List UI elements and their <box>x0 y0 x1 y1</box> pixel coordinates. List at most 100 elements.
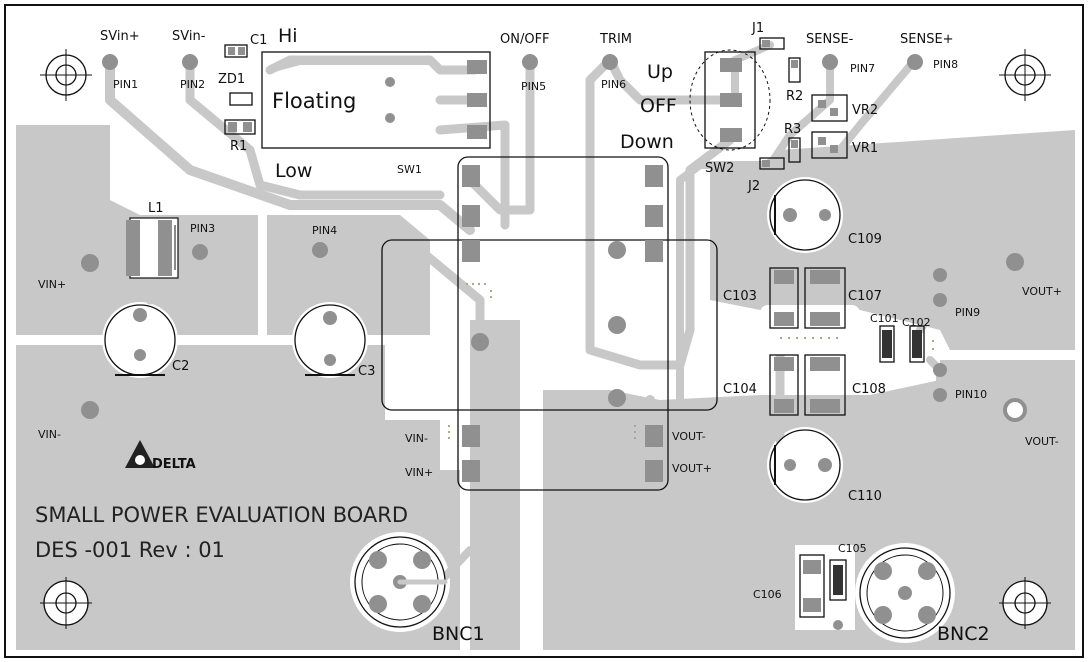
label-mod-vout-minus: VOUT- <box>672 430 706 443</box>
r3-resistor <box>788 137 801 163</box>
label-pin4: PIN4 <box>312 224 337 237</box>
c101-capacitor <box>879 325 895 363</box>
label-vr2: VR2 <box>852 103 878 118</box>
r2-resistor <box>788 57 801 83</box>
label-mod-vin-minus: VIN- <box>405 432 428 445</box>
label-down: Down <box>620 131 674 153</box>
pad-vout-plus[interactable] <box>1006 253 1024 271</box>
trace-svin-minus <box>185 55 445 200</box>
c104-capacitor <box>769 354 799 416</box>
label-pin2: PIN2 <box>180 78 205 91</box>
c3-capacitor <box>294 304 366 376</box>
label-r2: R2 <box>786 89 803 104</box>
label-sw1: SW1 <box>397 163 422 176</box>
label-svin-plus: SVin+ <box>100 29 140 44</box>
silkscreen-labels: SVin+ SVin- C1 Hi PIN1 PIN2 ZD1 R1 Float… <box>35 21 1062 645</box>
c3-pour <box>265 215 430 335</box>
label-pin1: PIN1 <box>113 78 138 91</box>
dcdc-module <box>381 156 934 491</box>
label-c101: C101 <box>870 312 899 325</box>
label-hi: Hi <box>278 25 298 47</box>
trace-svin-plus <box>105 55 475 235</box>
label-c109: C109 <box>848 232 882 247</box>
bnc2-connector <box>859 547 951 639</box>
pad-vin-minus[interactable] <box>81 401 99 419</box>
label-c108: C108 <box>852 382 886 397</box>
mounting-hole-bottom-right <box>999 577 1051 629</box>
sw2-switch <box>689 49 771 151</box>
label-pin7: PIN7 <box>850 62 875 75</box>
label-c105: C105 <box>838 542 867 555</box>
delta-logo-text: DELTA <box>152 457 196 472</box>
label-up: Up <box>647 61 673 83</box>
label-l1: L1 <box>148 201 164 216</box>
pad-pin6[interactable] <box>602 54 618 70</box>
label-c3: C3 <box>358 364 375 379</box>
label-vout-minus: VOUT- <box>1025 435 1059 448</box>
label-vin-minus: VIN- <box>38 428 61 441</box>
pad-c105-via <box>833 620 843 630</box>
c102-capacitor <box>909 325 925 363</box>
pad-vin-plus[interactable] <box>81 254 99 272</box>
bnc1-connector <box>354 536 448 628</box>
label-c106: C106 <box>753 588 782 601</box>
label-r1: R1 <box>230 139 247 154</box>
sw1-switch <box>261 51 491 149</box>
pad-pin1[interactable] <box>102 54 118 70</box>
label-c102: C102 <box>902 316 931 329</box>
pad-pin4[interactable] <box>312 242 328 258</box>
mounting-holes <box>40 49 1051 629</box>
label-bnc2: BNC2 <box>937 623 990 645</box>
label-bnc1: BNC1 <box>432 623 485 645</box>
label-vin-plus: VIN+ <box>38 278 66 291</box>
mounting-hole-top-left <box>40 49 92 101</box>
mounting-hole-bottom-left <box>40 577 92 629</box>
trace-trim <box>585 55 735 370</box>
output-cap-block <box>760 267 860 416</box>
label-r3: R3 <box>784 122 801 137</box>
label-c110: C110 <box>848 489 882 504</box>
label-floating: Floating <box>272 89 356 113</box>
pad-pin8[interactable] <box>907 54 923 70</box>
pad-pin3[interactable] <box>192 244 208 260</box>
label-pin9: PIN9 <box>955 306 980 319</box>
c103-capacitor <box>769 267 799 329</box>
pad-pin10-b[interactable] <box>933 388 947 402</box>
j2-jumper <box>759 157 785 170</box>
pad-vout-minus[interactable] <box>1003 398 1027 422</box>
label-c107: C107 <box>848 289 882 304</box>
pad-pin9-b[interactable] <box>933 293 947 307</box>
label-vout-plus: VOUT+ <box>1022 285 1062 298</box>
r1-resistor <box>224 119 256 135</box>
c1-capacitor <box>224 44 248 58</box>
label-sense-minus: SENSE- <box>806 32 854 47</box>
label-j2: J2 <box>747 179 760 194</box>
pad-pin5[interactable] <box>522 54 538 70</box>
label-mod-vin-plus: VIN+ <box>405 466 433 479</box>
label-zd1: ZD1 <box>218 72 245 87</box>
test-points <box>81 54 1027 630</box>
c106-capacitor <box>799 554 825 618</box>
label-on-off: ON/OFF <box>500 32 550 47</box>
label-off: OFF <box>640 95 677 117</box>
label-pin6: PIN6 <box>601 78 626 91</box>
label-sw2: SW2 <box>705 161 734 176</box>
board-revision: DES -001 Rev : 01 <box>35 538 225 562</box>
vr2-trimmer <box>811 94 848 122</box>
c105-capacitor <box>829 559 847 601</box>
label-sense-plus: SENSE+ <box>900 32 954 47</box>
label-trim: TRIM <box>599 32 632 47</box>
mounting-hole-top-right <box>999 49 1051 101</box>
label-c103: C103 <box>723 289 757 304</box>
label-pin8: PIN8 <box>933 58 958 71</box>
pad-pin7[interactable] <box>822 54 838 70</box>
pad-pin2[interactable] <box>182 54 198 70</box>
trace-pin4 <box>315 245 485 345</box>
module-vin-pour <box>470 320 520 650</box>
label-c1: C1 <box>250 33 267 48</box>
pad-pin10-a[interactable] <box>933 363 947 377</box>
label-c2: C2 <box>172 359 189 374</box>
pad-pin9-a[interactable] <box>933 268 947 282</box>
label-low: Low <box>275 160 312 182</box>
